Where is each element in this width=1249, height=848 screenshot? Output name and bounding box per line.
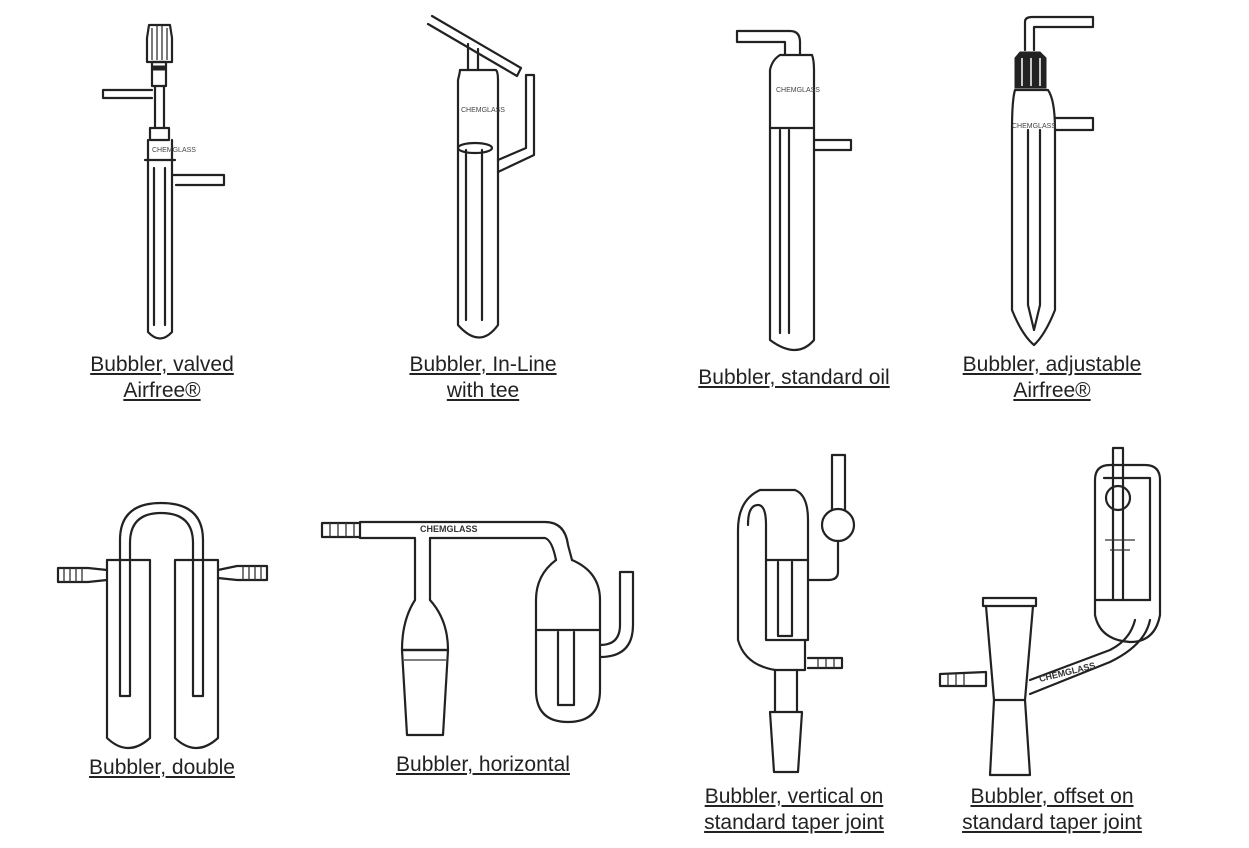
caption-standard-oil[interactable]: Bubbler, standard oil (698, 366, 890, 389)
caption-horizontal[interactable]: Bubbler, horizontal (396, 753, 570, 776)
svg-text:CHEMGLASS: CHEMGLASS (776, 87, 820, 94)
svg-text:CHEMGLASS: CHEMGLASS (1038, 660, 1096, 684)
svg-text:CHEMGLASS: CHEMGLASS (152, 147, 196, 154)
svg-text:CHEMGLASS: CHEMGLASS (1012, 123, 1056, 130)
caption-double[interactable]: Bubbler, double (89, 756, 235, 779)
svg-text:CHEMGLASS: CHEMGLASS (420, 524, 478, 534)
svg-text:CHEMGLASS: CHEMGLASS (461, 107, 505, 114)
